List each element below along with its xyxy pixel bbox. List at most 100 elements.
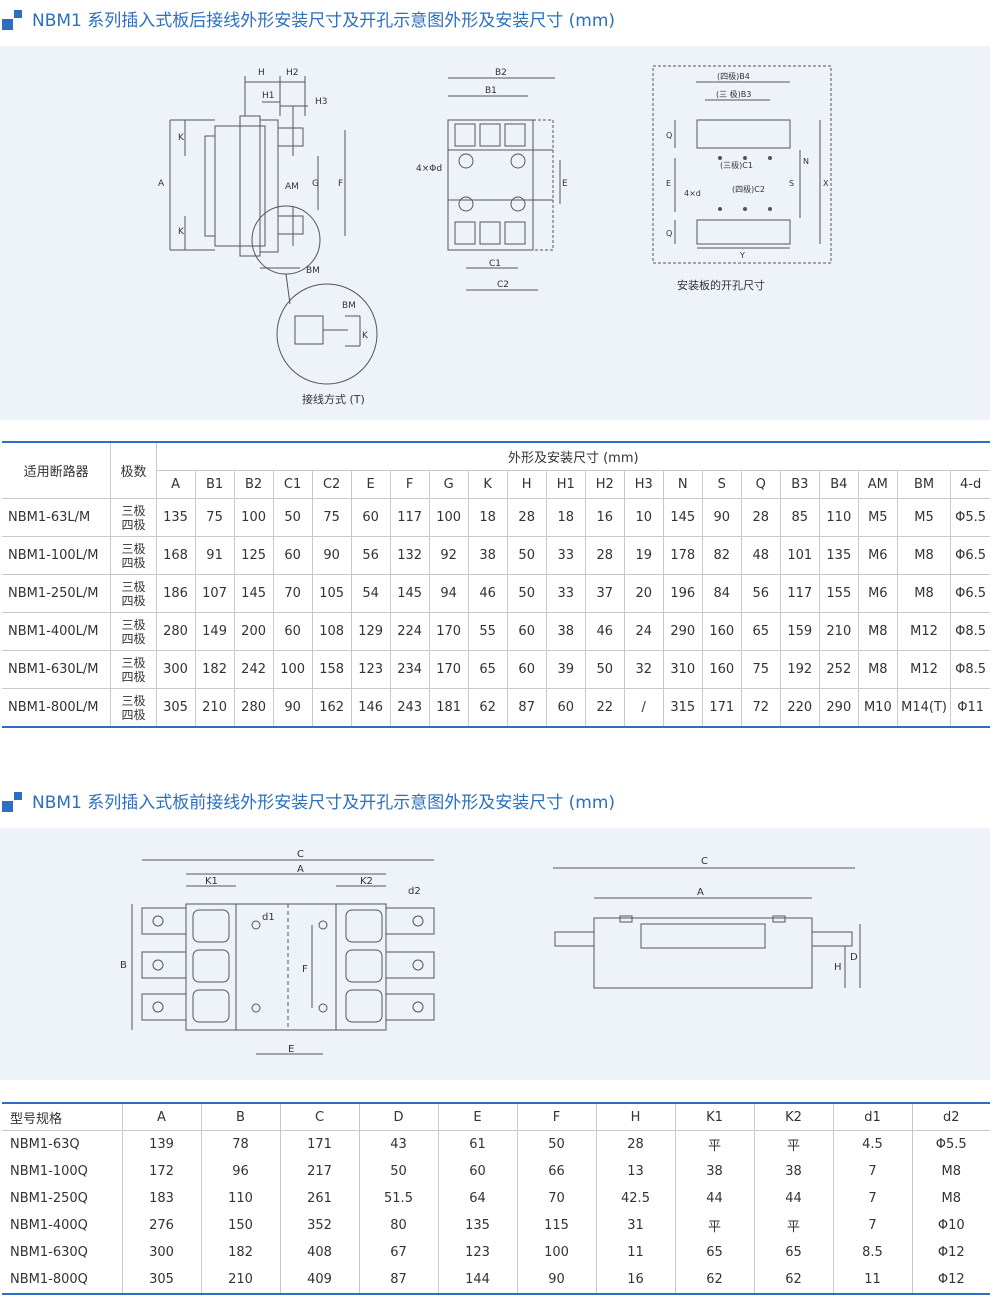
column-header: 4-d [950, 470, 990, 499]
column-header: E [438, 1103, 518, 1131]
label-Y: Y [739, 251, 745, 260]
section1-title-text: NBM1 系列插入式板后接线外形安装尺寸及开孔示意图外形及安装尺寸 (mm) [32, 11, 616, 31]
value-cell: M5 [897, 498, 952, 537]
value-cell: 100 [429, 498, 469, 537]
value-cell: 28 [507, 498, 547, 537]
value-cell: 182 [195, 650, 235, 689]
value-cell: 171 [702, 688, 742, 728]
value-cell: Φ6.5 [950, 574, 990, 613]
value-cell: 149 [195, 612, 235, 651]
value-cell: 129 [351, 612, 391, 651]
value-cell: 51.5 [359, 1185, 439, 1212]
label-C2: C2 [497, 280, 509, 290]
value-cell: Φ10 [937, 1218, 965, 1233]
value-cell: 38 [468, 536, 508, 575]
value-cell: 10 [624, 498, 664, 537]
label-S: S [789, 179, 794, 188]
value-cell: 11 [833, 1266, 913, 1294]
label-H1: H1 [262, 91, 275, 101]
value-cell: 234 [390, 650, 430, 689]
label-BM-detail: BM [342, 301, 356, 311]
value-cell: 78 [201, 1130, 281, 1158]
value-cell: 290 [819, 688, 859, 728]
value-cell: 96 [201, 1158, 281, 1185]
value-cell: 50 [517, 1130, 597, 1158]
column-header: C [280, 1103, 360, 1131]
value-cell: 50 [585, 650, 625, 689]
value-cell: 60 [273, 612, 313, 651]
value-cell: 160 [702, 650, 742, 689]
label-Q-top: Q [666, 131, 672, 140]
label2-H: H [834, 962, 842, 973]
front-wiring-drawings: C A K1 K2 d1 d2 B F E C A H D [120, 849, 861, 1055]
column-header: d1 [833, 1103, 913, 1131]
value-cell: 62 [675, 1266, 755, 1294]
value-cell: 65 [468, 650, 508, 689]
label2-C: C [297, 849, 304, 860]
value-cell: 110 [201, 1185, 281, 1212]
value-cell: 平 [675, 1130, 755, 1158]
value-cell: 8.5 [833, 1239, 913, 1266]
label-K-bottom: K [178, 227, 185, 237]
value-cell: 46 [585, 612, 625, 651]
value-cell: 168 [156, 536, 196, 575]
value-cell: 310 [663, 650, 703, 689]
value-cell: 183 [122, 1185, 202, 1212]
column-header: Q [741, 470, 781, 499]
value-cell: 75 [741, 650, 781, 689]
label-F: F [338, 179, 343, 189]
value-cell: 16 [585, 498, 625, 537]
value-cell: 65 [754, 1239, 834, 1266]
column-header: A [156, 470, 196, 499]
value-cell: 200 [234, 612, 274, 651]
column-header: 型号规格 [2, 1103, 123, 1131]
label-Q-bottom: Q [666, 229, 672, 238]
value-cell: M14(T) [897, 688, 952, 728]
section2-title-text: NBM1 系列插入式板前接线外形安装尺寸及开孔示意图外形及安装尺寸 (mm) [32, 793, 616, 813]
value-cell: M12 [897, 650, 952, 689]
value-cell: 87 [507, 688, 547, 728]
label-K-top: K [178, 133, 185, 143]
value-cell: 44 [754, 1185, 834, 1212]
value-cell: 28 [741, 498, 781, 537]
label-E-cut: E [666, 179, 671, 188]
value-cell: 16 [596, 1266, 676, 1294]
value-cell: 24 [624, 612, 664, 651]
column-header: F [390, 470, 430, 499]
value-cell: 60 [438, 1158, 518, 1185]
pole-label: 四极 [121, 555, 146, 570]
value-cell: M5 [858, 498, 898, 537]
value-cell: 65 [741, 612, 781, 651]
header-poles: 极数 [110, 442, 157, 499]
value-cell: 38 [546, 612, 586, 651]
value-cell: 18 [468, 498, 508, 537]
value-cell: 50 [273, 498, 313, 537]
value-cell: 290 [663, 612, 703, 651]
value-cell: 33 [546, 574, 586, 613]
value-cell: 100 [273, 650, 313, 689]
column-header: C2 [312, 470, 352, 499]
label-K-detail: K [362, 331, 369, 341]
value-cell: 43 [359, 1130, 439, 1158]
pole-label: 四极 [121, 669, 146, 684]
model-cell: NBM1-100Q [2, 1158, 123, 1185]
section2-title: NBM1 系列插入式板前接线外形安装尺寸及开孔示意图外形及安装尺寸 (mm) [0, 788, 615, 813]
label-A: A [158, 179, 165, 189]
value-cell: 50 [507, 536, 547, 575]
value-cell: 62 [754, 1266, 834, 1294]
value-cell: 84 [702, 574, 742, 613]
value-cell: 94 [429, 574, 469, 613]
value-cell: 平 [754, 1212, 834, 1239]
value-cell: 82 [702, 536, 742, 575]
front-view-labels: B2 B1 4×Φd E C1 C2 [416, 68, 568, 290]
value-cell: 60 [351, 498, 391, 537]
value-cell: 7 [833, 1212, 913, 1239]
value-cell: 50 [359, 1158, 439, 1185]
value-cell: 22 [585, 688, 625, 728]
